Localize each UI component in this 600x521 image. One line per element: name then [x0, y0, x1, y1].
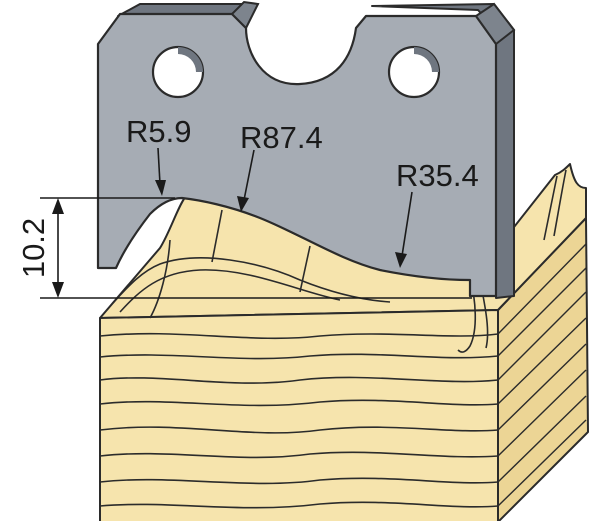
mounting-hole-left [151, 45, 205, 99]
arrow-down [52, 282, 64, 298]
arrow-up [52, 198, 64, 214]
blade-chamfer-right [474, 2, 516, 46]
profile-relief-lines [111, 169, 567, 353]
height-dimension [40, 197, 472, 299]
front-grain-lines [99, 332, 499, 509]
radius-label-2: R87.4 [240, 120, 323, 155]
radius-callout-2: R87.4 [237, 120, 323, 212]
cutter-blade [96, 0, 516, 299]
radius-callout-1: R5.9 [126, 114, 191, 196]
mounting-hole-right [387, 45, 441, 99]
blade-chamfer-left [230, 0, 260, 30]
radius-callout-3: R35.4 [395, 158, 479, 268]
height-dimension-label: 10.2 [16, 218, 51, 278]
side-grain-lines [497, 243, 587, 507]
radius-label-1: R5.9 [126, 114, 191, 149]
wood-front-face [99, 309, 499, 521]
radius-label-3: R35.4 [396, 158, 479, 193]
